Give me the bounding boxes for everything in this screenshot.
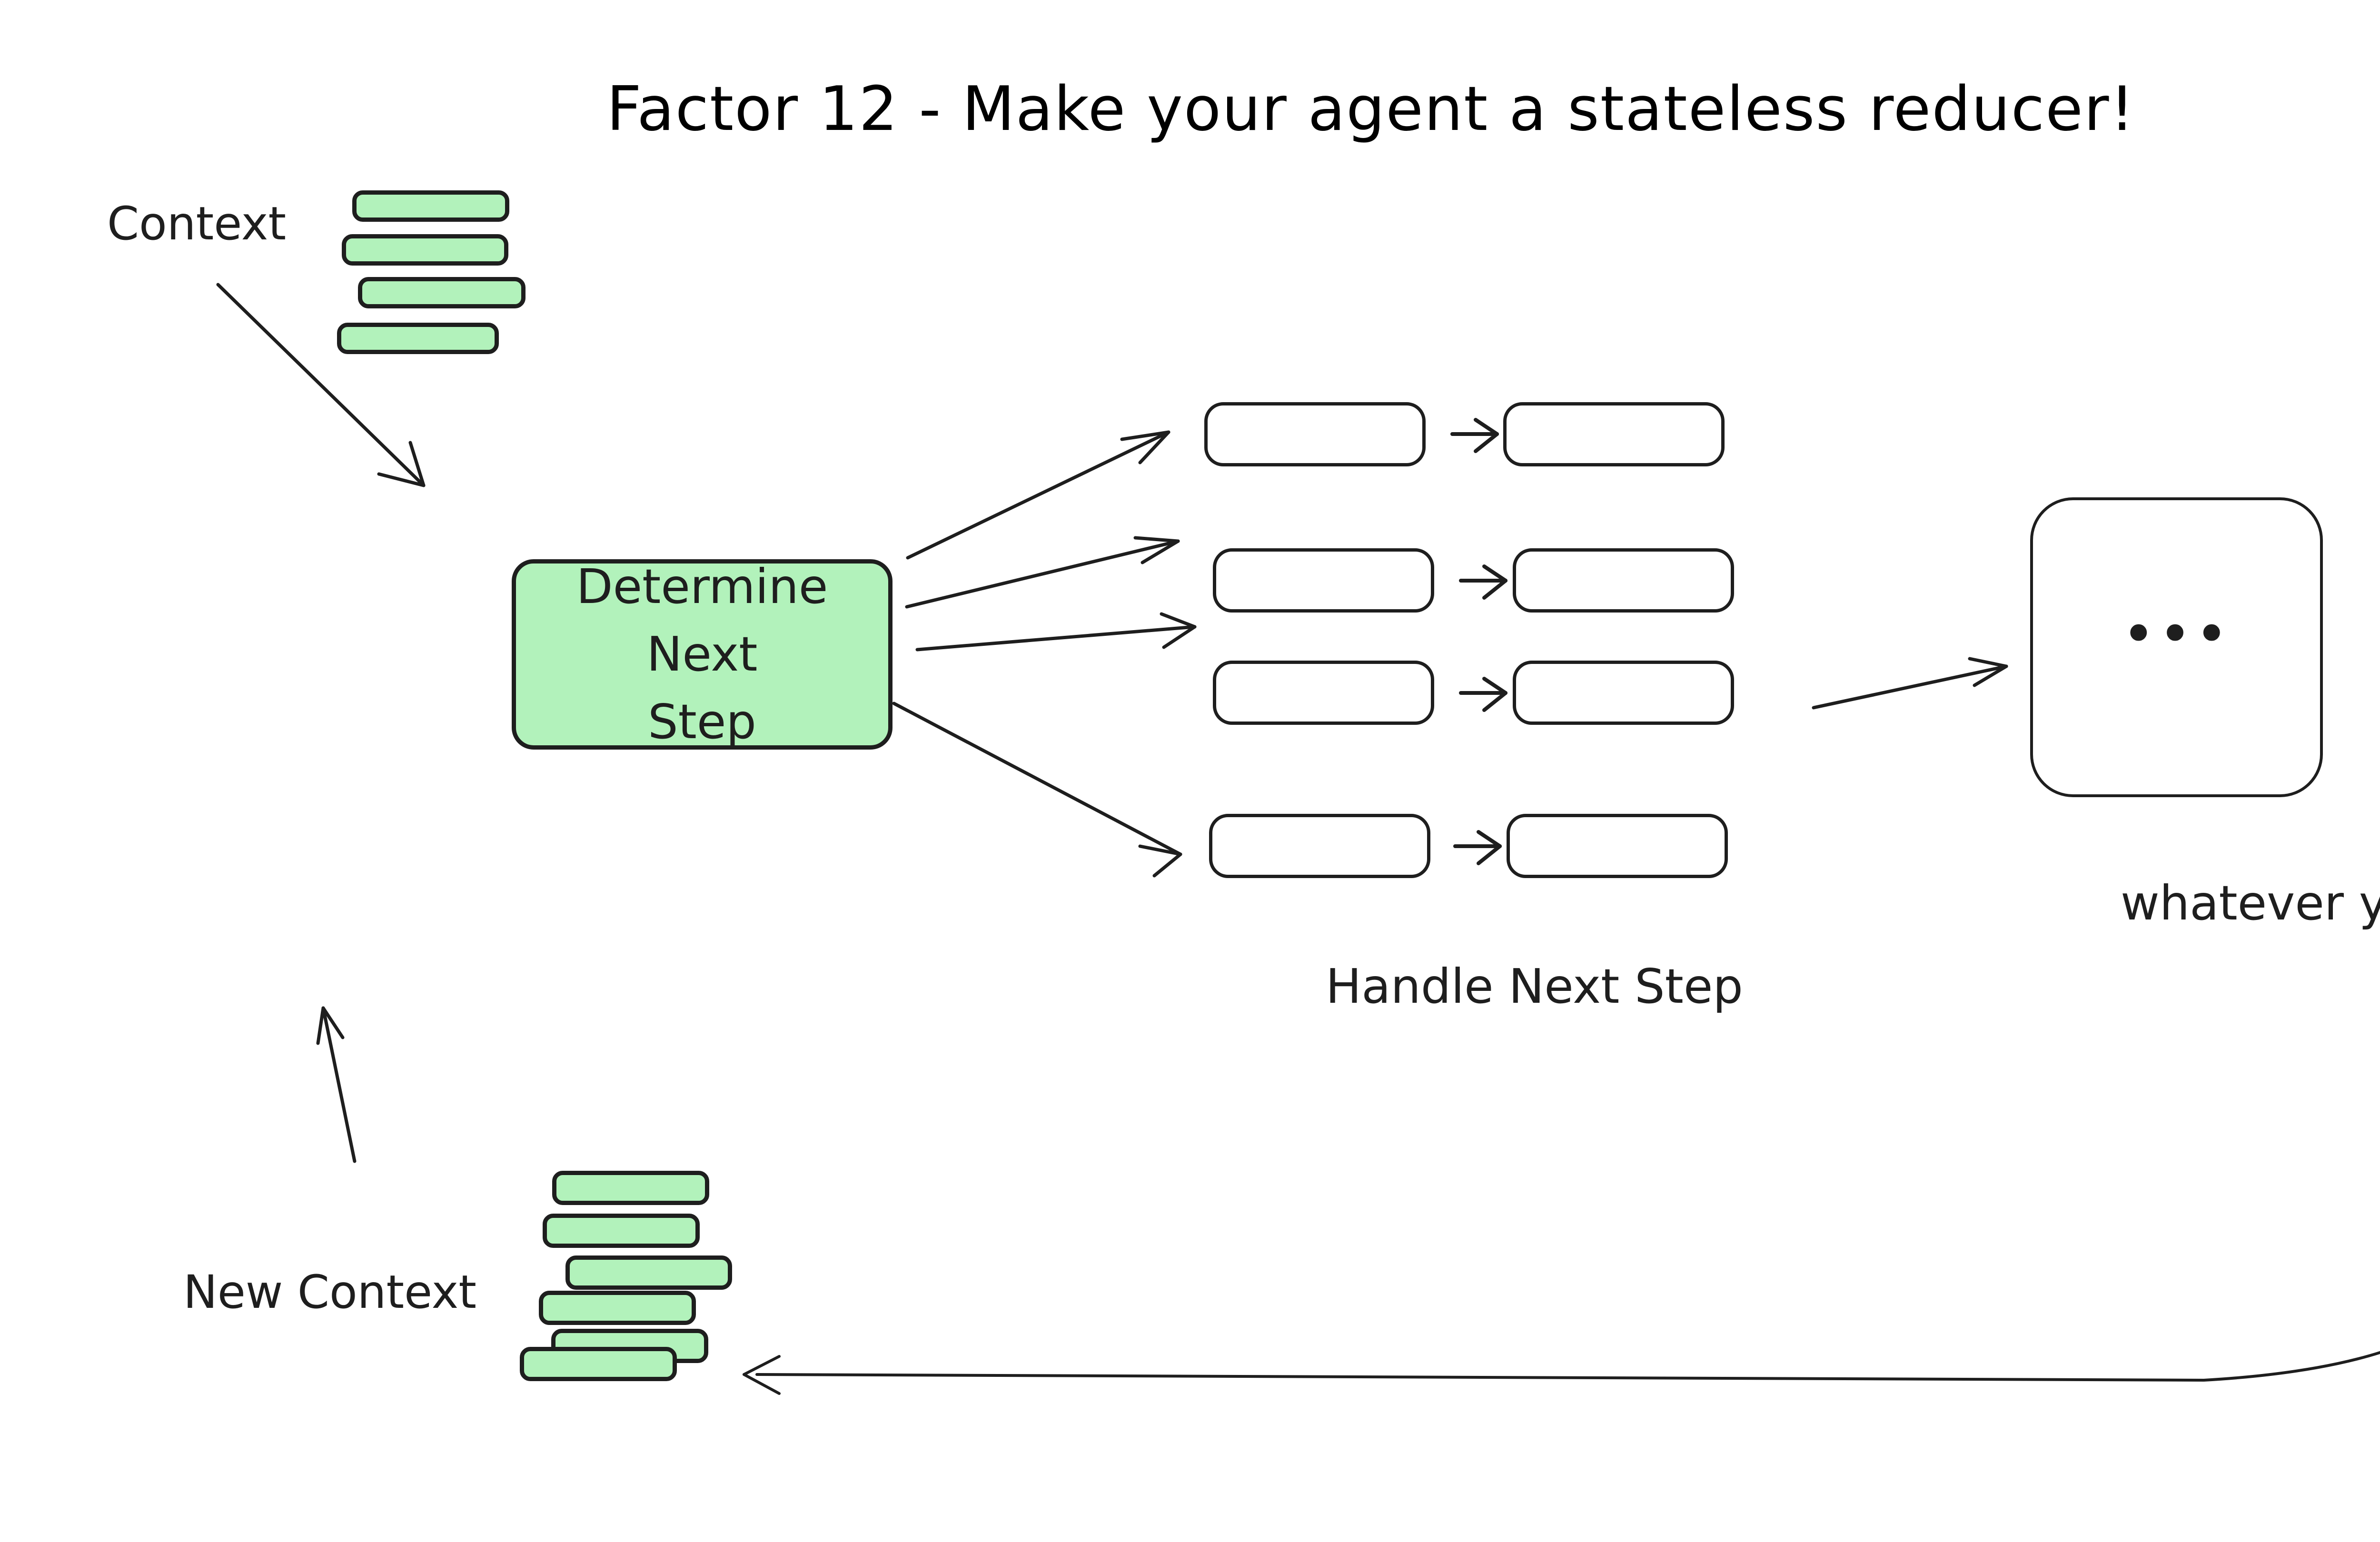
new-context-bar-4: [539, 1291, 696, 1325]
determine-line-2: Next: [646, 626, 758, 682]
arrow-row-4-inner: [1453, 830, 1502, 865]
page-title: Factor 12 - Make your agent a stateless …: [606, 74, 2135, 145]
new-context-bar-1: [552, 1171, 709, 1205]
step-box-row-1-right[interactable]: [1503, 402, 1725, 466]
arrow-row-3-inner: [1459, 677, 1507, 712]
step-box-row-3-left[interactable]: [1213, 661, 1434, 725]
arrow-context-to-determine: [216, 283, 426, 487]
context-bar-1: [352, 190, 509, 222]
new-context-bar-6: [520, 1347, 677, 1381]
arrow-determine-to-row-4: [892, 702, 1182, 878]
arrow-determine-to-row-1: [906, 430, 1170, 560]
arrow-steps-to-whatever: [1812, 657, 2008, 710]
arrow-new-context-to-determine: [316, 1006, 357, 1163]
new-context-bar-2: [543, 1214, 700, 1248]
context-bar-3: [358, 277, 526, 308]
step-box-row-3-right[interactable]: [1513, 661, 1734, 725]
step-box-row-2-left[interactable]: [1213, 548, 1434, 613]
determine-line-1: Determine: [576, 559, 828, 614]
context-bar-2: [342, 234, 508, 266]
context-bar-4: [337, 323, 499, 354]
step-box-row-1-left[interactable]: [1204, 402, 1426, 466]
label-handle-next-step: Handle Next Step: [1326, 959, 1743, 1014]
node-whatever-you-want[interactable]: •••: [2030, 497, 2323, 797]
node-determine-next-step[interactable]: Determine Next Step: [512, 559, 892, 750]
arrow-determine-to-row-2: [905, 536, 1180, 609]
arrow-whatever-to-new-context: [743, 1351, 2380, 1395]
step-box-row-4-left[interactable]: [1209, 814, 1430, 878]
ellipsis-icon: •••: [2122, 602, 2231, 668]
arrow-row-1-inner: [1450, 418, 1499, 453]
determine-line-3: Step: [648, 694, 756, 750]
label-context: Context: [107, 197, 287, 250]
label-whatever-you-want: whatever you want: [2121, 875, 2380, 931]
arrow-row-2-inner: [1459, 564, 1507, 600]
arrow-determine-to-row-3: [915, 612, 1197, 652]
new-context-bar-3: [565, 1255, 732, 1290]
label-new-context: New Context: [183, 1265, 476, 1319]
step-box-row-4-right[interactable]: [1507, 814, 1728, 878]
step-box-row-2-right[interactable]: [1513, 548, 1734, 613]
